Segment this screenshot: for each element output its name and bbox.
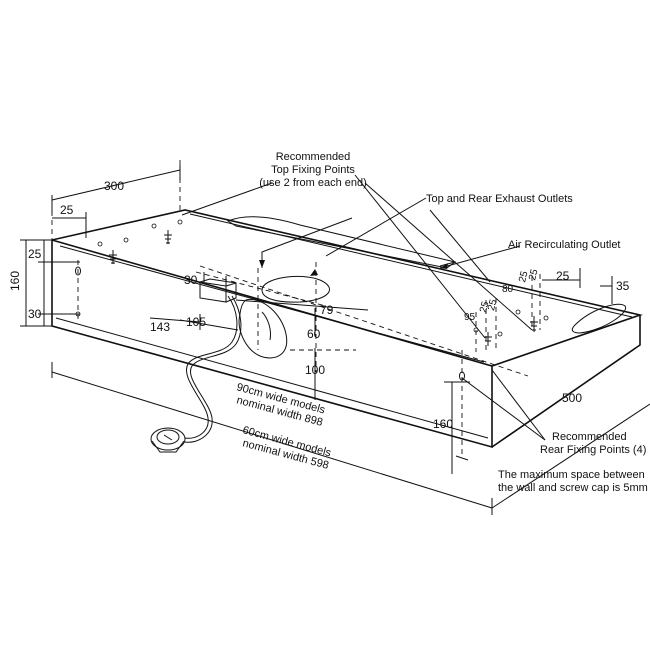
dim-160-left: 160 [8,271,22,291]
rear-fixing-keyholes [75,266,465,381]
dimension-labels: 300 25 25 160 30 30 143 105 79 60 100 95… [8,179,630,431]
top-fixing-label-3: (use 2 from each end) [259,177,367,189]
dim-100: 100 [305,363,325,377]
dim-143: 143 [150,320,170,334]
rear-exhaust-spigot [238,298,288,359]
dim-25-right: 25 [556,269,570,283]
plug-icon [150,427,186,453]
dim-25c: 25 [517,270,531,284]
arrowheads [259,260,448,276]
dim-160-right: 160 [433,417,453,431]
top-fixing-label-1: Recommended [276,151,351,163]
dim-25d: 25 [527,268,541,282]
dim-60: 60 [307,327,321,341]
dim-80: 80 [502,284,514,295]
leader-lines [181,174,546,461]
mains-cable [184,295,242,443]
dim-25-top: 25 [60,203,74,217]
hood-outline [51,209,643,449]
note-label-2: the wall and screw cap is 5mm [498,482,648,494]
note-label-1: The maximum space between [498,469,645,481]
dim-30-spigot: 30 [184,273,198,287]
dim-79: 79 [320,303,334,317]
dim-105: 105 [186,315,206,329]
dim-95: 95 [464,312,476,323]
dim-30-left: 30 [28,307,42,321]
dim-300: 300 [104,179,124,193]
dim-25b: 25 [486,298,500,312]
dim-35: 35 [616,279,630,293]
dim-25-left: 25 [28,247,42,261]
top-exhaust-outlet [261,275,330,303]
rear-fixing-label-1: Recommended [552,431,627,443]
rear-fixing-label-2: Rear Fixing Points (4) [540,444,646,456]
top-fixing-screws [97,219,549,346]
exhaust-outlets-label: Top and Rear Exhaust Outlets [426,193,573,205]
dimension-lines [20,165,650,515]
dim-500: 500 [562,391,582,405]
callout-labels: Recommended Top Fixing Points (use 2 fro… [235,151,648,494]
rear-exhaust-slot [571,303,627,334]
dim-25a: 25 [478,300,492,314]
recirc-outlet-label: Air Recirculating Outlet [508,239,621,251]
top-fixing-label-2: Top Fixing Points [271,164,355,176]
center-lines [51,160,541,456]
